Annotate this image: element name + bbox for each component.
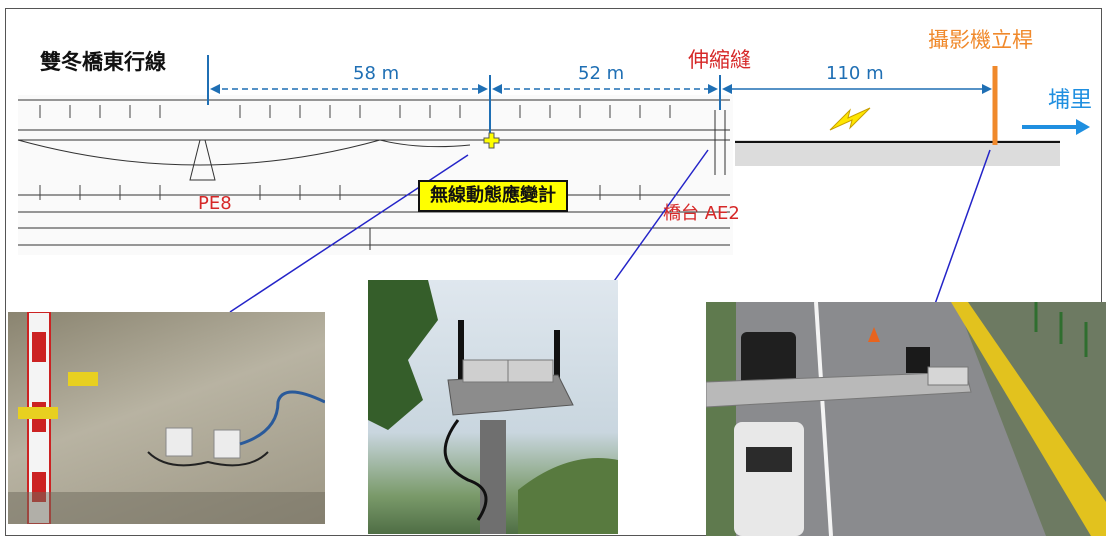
photo-under-bridge-art (8, 312, 325, 524)
photo-wireless-unit-art (368, 280, 618, 534)
arrow-right-icon (1022, 119, 1090, 135)
span-58m-label: 58 m (353, 63, 400, 84)
pier-label: PE8 (198, 193, 232, 214)
abutment-label: 橋台 AE2 (663, 203, 740, 224)
photo-wireless-unit (368, 280, 618, 534)
span-110m-label: 110 m (826, 63, 884, 84)
bridge-deck (17, 99, 730, 250)
direction-label: 埔里 (1048, 88, 1093, 113)
span-52m-label: 52 m (578, 63, 625, 84)
lightning-icon (829, 107, 871, 131)
station-ticks (39, 105, 671, 200)
bridge-title: 雙冬橋東行線 (40, 50, 166, 74)
sensor-label: 無線動態應變計 (418, 180, 568, 212)
photo-camera-roadway-art (706, 302, 1106, 536)
cross-marker-icon (483, 132, 500, 149)
road-surface (735, 140, 1060, 166)
photo-under-bridge-sensors (8, 312, 325, 524)
dimension-arrowheads (210, 84, 992, 94)
expansion-joint-label: 伸縮縫 (688, 48, 751, 72)
camera-pole-label: 攝影機立桿 (928, 28, 1033, 52)
figure-frame (5, 8, 1102, 536)
bridge-drawing-area (18, 95, 733, 255)
photo-camera-roadway (706, 302, 1106, 536)
